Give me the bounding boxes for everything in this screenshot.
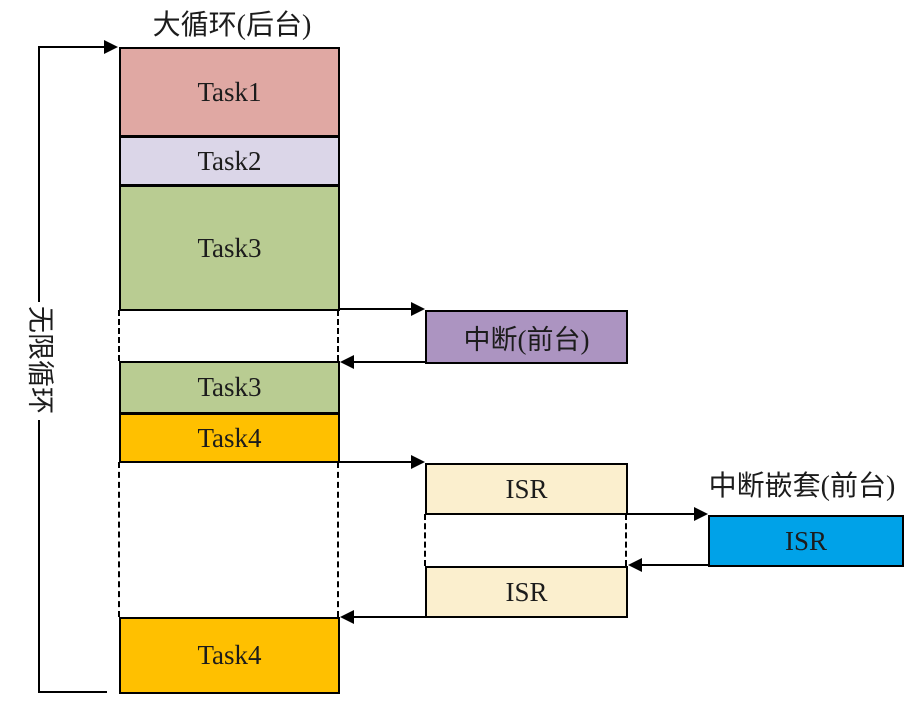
dashed-line-main-right-gap2	[337, 462, 339, 617]
dashed-line-main-left-gap2	[118, 462, 120, 617]
task3-repeat-label: Task3	[197, 372, 262, 402]
interrupt-label: 中断(前台)	[463, 324, 590, 355]
arrow-nested-isr-to-isr-head-icon	[628, 558, 642, 572]
dashed-line-main-left-gap1	[118, 310, 120, 361]
loop-left-line-upper	[38, 46, 40, 302]
loop-top-line	[38, 46, 106, 48]
task4-label: Task4	[197, 422, 262, 453]
arrow-task3-to-interrupt-head-icon	[411, 302, 425, 316]
isr2-label: ISR	[505, 576, 548, 607]
arrow-task4-to-isr-line	[340, 461, 413, 463]
task4-repeat-box: Task4	[119, 617, 340, 694]
dashed-line-isr-left-gap	[424, 514, 426, 566]
task2-label: Task2	[197, 145, 262, 176]
task1-label: Task1	[197, 76, 262, 107]
task3-repeat-box: Task3	[119, 361, 340, 414]
arrow-isr-to-nested-isr-head-icon	[694, 507, 708, 521]
arrow-interrupt-to-task3-line	[351, 361, 425, 363]
dashed-line-isr-right-gap	[625, 514, 627, 566]
nested-isr-label: ISR	[784, 525, 828, 556]
arrow-isr-to-task4-head-icon	[340, 610, 354, 624]
isr2-box: ISR	[425, 566, 628, 618]
arrow-nested-isr-to-isr-line	[639, 564, 708, 566]
loop-bottom-line	[38, 691, 107, 693]
big-loop-title: 大循环(后台)	[152, 10, 312, 41]
isr1-box: ISR	[425, 463, 628, 515]
loop-arrowhead-icon	[104, 40, 118, 54]
interrupt-foreground-box: 中断(前台)	[425, 310, 628, 364]
arrow-isr-to-task4-line	[351, 616, 425, 618]
isr1-label: ISR	[505, 473, 548, 504]
arrow-isr-to-nested-isr-line	[628, 513, 696, 515]
nested-isr-box: ISR	[708, 515, 904, 567]
nested-interrupt-label: 中断嵌套(前台)	[708, 471, 896, 502]
task3-box: Task3	[119, 185, 340, 311]
arrow-task4-to-isr-head-icon	[411, 455, 425, 469]
task4-repeat-label: Task4	[197, 640, 262, 670]
dashed-line-main-right-gap1	[337, 310, 339, 361]
task4-box: Task4	[119, 413, 340, 463]
task3-label: Task3	[197, 232, 262, 263]
task2-box: Task2	[119, 136, 340, 186]
arrow-interrupt-to-task3-head-icon	[340, 355, 354, 369]
infinite-loop-label: 无限循环	[25, 306, 55, 414]
task1-box: Task1	[119, 47, 340, 137]
loop-left-line-lower	[38, 420, 40, 693]
arrow-task3-to-interrupt-line	[340, 308, 413, 310]
